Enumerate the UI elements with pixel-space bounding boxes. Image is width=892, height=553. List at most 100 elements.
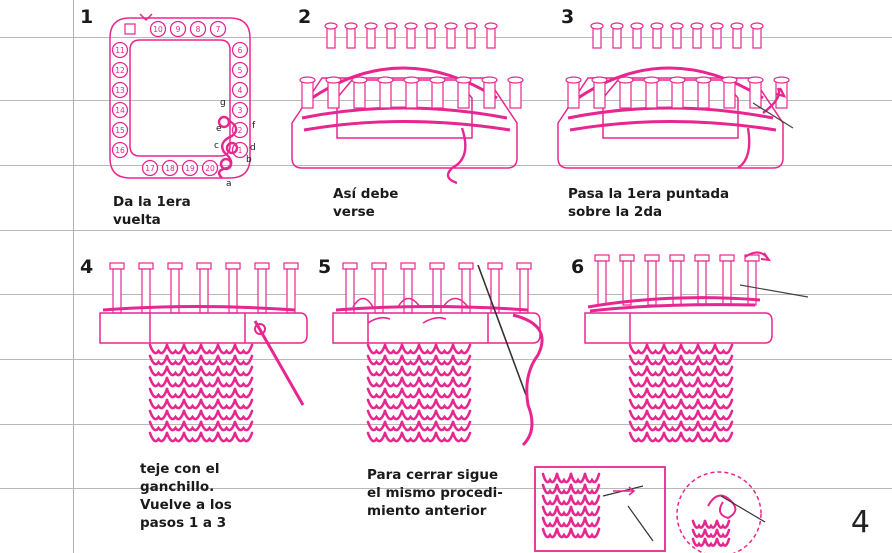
peg-letter: b: [246, 155, 252, 165]
loom-peg-label: 4: [238, 86, 243, 95]
knit-stitch: [383, 431, 404, 443]
loom-peg: [710, 22, 724, 49]
knit-stitch: [216, 431, 237, 443]
ruled-line: [0, 37, 892, 38]
knit-stitch: [199, 354, 220, 366]
knit-stitch: [696, 365, 717, 377]
knit-stitch: [182, 354, 203, 366]
knit-stitch: [148, 398, 169, 410]
knit-stitch: [434, 409, 455, 421]
knit-stitch: [541, 472, 559, 484]
loom-peg: 4: [231, 81, 249, 99]
loom-peg: [565, 76, 582, 109]
loom-peg-label: 18: [165, 164, 175, 173]
knit-stitch: [216, 343, 237, 355]
knit-stitch: [366, 387, 387, 399]
step-3-number: 3: [561, 6, 575, 28]
knit-stitch: [555, 527, 573, 539]
knit-stitch: [383, 387, 404, 399]
ruled-line: [0, 230, 892, 231]
knit-stitch: [400, 354, 421, 366]
loom-peg: [371, 262, 387, 314]
knit-stitch: [662, 398, 683, 410]
ruled-line: [0, 359, 892, 360]
loom-peg-label: 15: [115, 126, 125, 135]
knit-stitch: [383, 420, 404, 432]
loom-peg-label: 14: [115, 106, 125, 115]
loom-peg: [481, 76, 498, 109]
peg-letter: a: [226, 179, 232, 189]
step-5-number: 5: [318, 256, 332, 278]
knit-stitch: [628, 431, 649, 443]
knit-stitch: [165, 420, 186, 432]
step-2-number: 2: [298, 6, 312, 28]
knit-stitch: [703, 537, 719, 547]
knit-stitch: [662, 409, 683, 421]
knit-stitch: [583, 472, 601, 484]
knit-stitch: [451, 420, 472, 432]
loom-peg: [610, 22, 624, 49]
knit-stitch: [713, 420, 734, 432]
knit-stitch: [148, 354, 169, 366]
knit-stitch: [713, 376, 734, 388]
knit-stitch: [165, 376, 186, 388]
loom-peg: [617, 76, 634, 109]
loom-peg: [487, 262, 503, 314]
knit-stitch: [541, 483, 559, 495]
knit-stitch: [148, 431, 169, 443]
knit-stitch: [645, 398, 666, 410]
knit-stitch: [434, 431, 455, 443]
loom-peg: [455, 76, 472, 109]
knit-stitch: [555, 505, 573, 517]
caption-line: teje con el: [140, 461, 220, 477]
caption-line: Pasa la 1era puntada: [568, 186, 730, 202]
knit-stitch: [233, 387, 254, 399]
knit-stitch: [645, 354, 666, 366]
knit-stitch: [583, 483, 601, 495]
loom-peg: 18: [161, 159, 179, 177]
loom-peg: [730, 22, 744, 49]
knit-stitch: [451, 409, 472, 421]
knit-stitch: [662, 431, 683, 443]
knit-stitch: [715, 528, 731, 538]
loom-peg: [109, 262, 125, 314]
knit-stitch: [696, 409, 717, 421]
knit-stitch: [569, 494, 587, 506]
peg-letter: e: [216, 124, 222, 134]
knit-stitch: [165, 431, 186, 443]
loom-peg: 8: [189, 20, 207, 38]
knit-stitch: [713, 387, 734, 399]
loom-peg: [299, 76, 316, 109]
knit-stitch: [366, 409, 387, 421]
caption-line: ganchillo.: [140, 479, 215, 495]
knit-stitch: [679, 376, 700, 388]
knit-stitch: [233, 420, 254, 432]
knit-stitch: [148, 376, 169, 388]
loom-peg: 14: [111, 101, 129, 119]
ruled-line: [0, 100, 892, 101]
knit-stitch: [696, 354, 717, 366]
loom-peg: 19: [181, 159, 199, 177]
loom-peg: [590, 22, 604, 49]
loom-peg: [444, 22, 458, 49]
knit-stitch: [366, 343, 387, 355]
knit-stitch: [583, 527, 601, 539]
knit-stitch: [691, 537, 707, 547]
loom-peg: 5: [231, 61, 249, 79]
knit-stitch: [165, 343, 186, 355]
knit-stitch: [555, 494, 573, 506]
knit-stitch: [541, 516, 559, 528]
knit-stitch: [199, 409, 220, 421]
knit-stitch: [434, 343, 455, 355]
loom-peg: [619, 254, 635, 306]
loom-peg: 20: [201, 159, 219, 177]
loom-peg: [650, 22, 664, 49]
knit-stitch: [662, 354, 683, 366]
knit-stitch: [417, 387, 438, 399]
knit-stitch: [696, 431, 717, 443]
knit-stitch: [233, 376, 254, 388]
loom-peg: [643, 76, 660, 109]
knit-stitch: [679, 365, 700, 377]
loom-peg: [138, 262, 154, 314]
